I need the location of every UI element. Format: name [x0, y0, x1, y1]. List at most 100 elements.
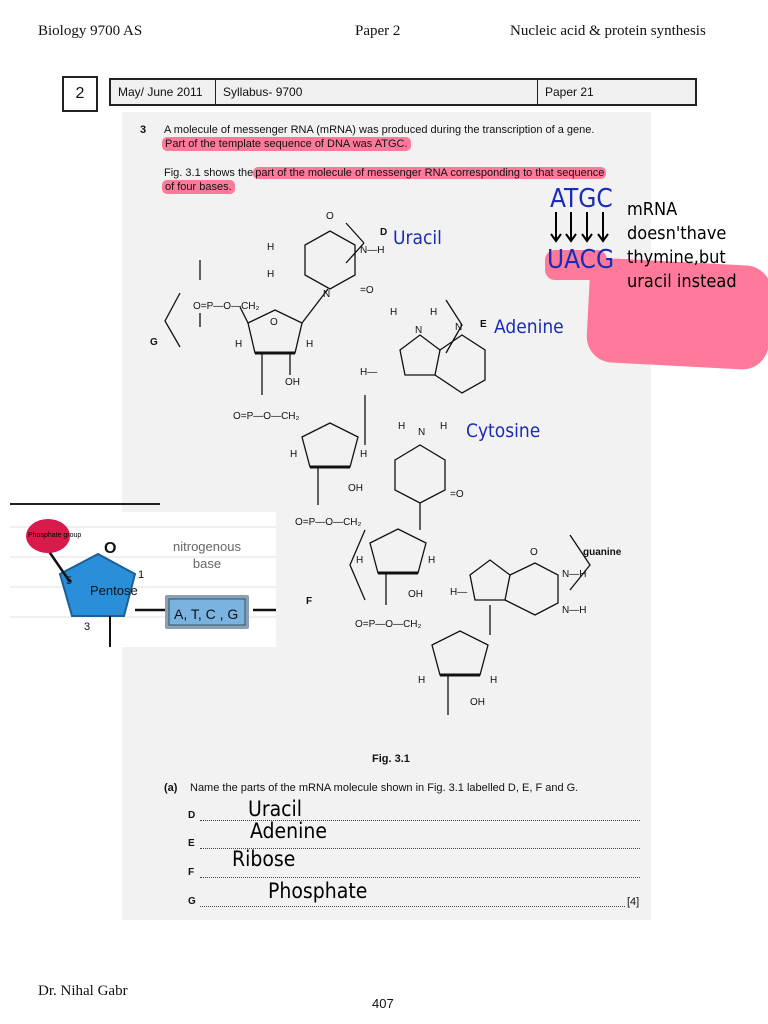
label-e: E	[480, 319, 487, 330]
question-line-4: of four bases.	[162, 180, 235, 194]
svg-text:H: H	[267, 269, 274, 280]
svg-text:O=P—O—CH₂: O=P—O—CH₂	[355, 619, 422, 630]
exam-session: May/ June 2011	[111, 80, 216, 104]
sequence-arrows	[550, 212, 609, 243]
page-number: 407	[372, 996, 394, 1011]
handwritten-dna-sequence: ATGC	[550, 184, 613, 214]
pentose-label: Pentose	[90, 583, 138, 598]
phosphate-circle	[26, 519, 70, 553]
svg-text:H: H	[290, 449, 297, 460]
nucleotide-diagram-shapes: 5 1 3	[10, 519, 276, 652]
svg-text:N: N	[415, 325, 422, 336]
question-number: 3	[140, 124, 147, 136]
svg-text:H: H	[430, 307, 437, 318]
note-line-3: thymine,but	[627, 247, 726, 268]
svg-text:H: H	[418, 675, 425, 686]
bracket-guanine	[569, 534, 591, 591]
answer-g: Phosphate	[268, 879, 368, 903]
svg-text:H—: H—	[450, 587, 467, 598]
exam-paper: Paper 21	[545, 85, 594, 99]
answer-d: Uracil	[248, 797, 303, 821]
figure-caption: Fig. 3.1	[372, 753, 410, 765]
label-guanine: guanine	[583, 547, 622, 558]
nucleotide-1: O=P—O—CH₂ O H H OH O=P—O—CH₂ N H H N—H O…	[193, 211, 384, 422]
nitrogenous-base-heading: nitrogenous base	[162, 538, 252, 572]
answer-f: Ribose	[232, 847, 296, 871]
header-topic: Nucleic acid & protein synthesis	[510, 23, 706, 39]
svg-text:5: 5	[66, 575, 72, 587]
note-line-2: doesn'thave	[627, 223, 727, 244]
phosphate-label: Phosphate group	[28, 532, 82, 539]
svg-text:H—: H—	[360, 367, 377, 378]
note-line-4: uracil instead	[627, 271, 737, 292]
question-number-box: 2	[62, 76, 98, 112]
answer-line-f	[200, 877, 640, 878]
bracket-f	[349, 529, 366, 601]
part-a-label: (a)	[164, 782, 178, 794]
svg-text:3: 3	[84, 621, 90, 633]
svg-text:O=P—O—CH₂: O=P—O—CH₂	[193, 301, 260, 312]
svg-text:=O: =O	[450, 489, 464, 500]
pentose-shape	[58, 552, 137, 617]
answer-line-e	[200, 848, 640, 849]
svg-text:H: H	[360, 449, 367, 460]
part-a-text: Name the parts of the mRNA molecule show…	[190, 782, 579, 794]
header-paper: Paper 2	[355, 23, 401, 39]
svg-text:H: H	[306, 339, 313, 350]
svg-text:1: 1	[138, 569, 144, 581]
svg-text:OH: OH	[408, 589, 423, 600]
answer-e: Adenine	[250, 819, 328, 843]
svg-text:O: O	[270, 317, 278, 328]
svg-text:OH: OH	[285, 377, 300, 388]
exam-info-table: May/ June 2011 Syllabus- 9700 Paper 21	[109, 78, 697, 106]
handwritten-adenine: Adenine	[494, 316, 564, 338]
svg-text:H: H	[490, 675, 497, 686]
svg-text:OH: OH	[470, 697, 485, 708]
handwritten-cytosine: Cytosine	[466, 420, 541, 442]
svg-text:H: H	[440, 421, 447, 432]
answer-line-g	[200, 906, 625, 907]
question-line-3-start: Fig. 3.1 shows the	[164, 167, 254, 179]
base-letters: A, T, C , G	[174, 606, 239, 622]
guanine-ring: O N—H N—H H—	[450, 547, 586, 635]
answer-letter-e: E	[188, 838, 195, 849]
nucleotide-diagram: 5 1 3	[10, 512, 276, 652]
header-subject: Biology 9700 AS	[38, 23, 143, 39]
question-line-2: Part of the template sequence of DNA was…	[162, 137, 411, 151]
marks: [4]	[627, 896, 640, 908]
svg-text:N—H: N—H	[562, 569, 586, 580]
svg-text:N: N	[323, 289, 330, 300]
svg-text:H: H	[398, 421, 405, 432]
pink-highlight-uacg	[545, 250, 607, 280]
answer-letter-g: G	[188, 896, 196, 907]
handwritten-rna-sequence: UACG	[547, 245, 615, 275]
nucleotide-3: H H OH O=P—O—CH₂	[355, 528, 435, 630]
footer-author: Dr. Nihal Gabr	[38, 983, 128, 999]
answer-letter-f: F	[188, 867, 195, 878]
nucleotide-2: H H OH O=P—O—CH₂	[290, 422, 367, 528]
svg-text:H: H	[390, 307, 397, 318]
answer-letter-d: D	[188, 810, 196, 821]
handwritten-note: mRNA doesn'thave thymine,but uracil inst…	[627, 198, 737, 294]
bracket-e	[445, 299, 463, 354]
svg-text:O=P—O—CH₂: O=P—O—CH₂	[295, 517, 362, 528]
svg-text:O: O	[530, 547, 538, 558]
base-heading-line-2: base	[192, 556, 222, 571]
pentose-ring-o: O	[104, 540, 117, 557]
label-f: F	[306, 596, 313, 607]
base-heading-line-1: nitrogenous	[173, 539, 241, 554]
svg-text:=O: =O	[360, 285, 374, 296]
svg-text:H: H	[428, 555, 435, 566]
handwritten-uracil: Uracil	[393, 227, 442, 249]
mrna-structure-diagram: O=P—O—CH₂ O H H OH O=P—O—CH₂ N H H N—H O…	[164, 211, 591, 715]
svg-text:H: H	[356, 555, 363, 566]
svg-text:O: O	[326, 211, 334, 222]
svg-text:O=P—O—CH₂: O=P—O—CH₂	[233, 411, 300, 422]
answer-line-d	[200, 820, 640, 821]
cytosine-ring: N H H =O	[394, 421, 464, 530]
label-d: D	[380, 227, 388, 238]
svg-text:N—H: N—H	[360, 245, 384, 256]
svg-text:N: N	[418, 427, 425, 438]
question-line-3-highlight: part of the molecule of messenger RNA co…	[253, 167, 607, 179]
